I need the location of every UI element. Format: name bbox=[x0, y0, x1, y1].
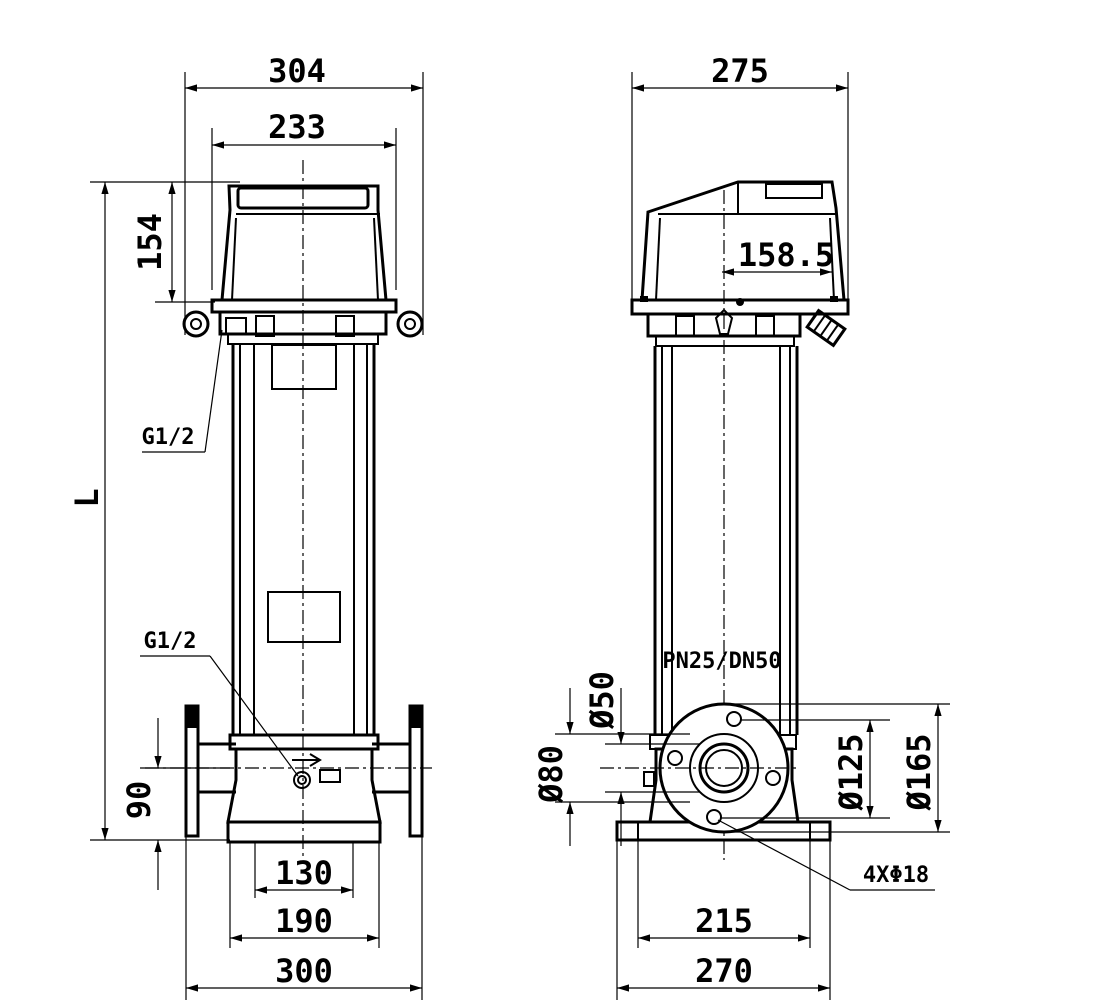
bottom-port-callout: G1/2 bbox=[140, 629, 299, 777]
dim-190-label: 190 bbox=[275, 902, 333, 940]
cable-gland bbox=[805, 308, 847, 348]
dim-dn-raised: Ø80 bbox=[532, 688, 690, 846]
bottom-port-label: G1/2 bbox=[144, 629, 197, 654]
bolt-hole-2 bbox=[765, 770, 781, 786]
top-port-label: G1/2 bbox=[142, 425, 195, 450]
dim-base-outer: 300 bbox=[185, 836, 423, 1000]
dim-side-width: 275 bbox=[631, 52, 849, 305]
bolt-hole-3 bbox=[706, 809, 722, 825]
bolt-hole-1 bbox=[726, 711, 742, 727]
dim-233-label: 233 bbox=[268, 108, 326, 146]
bolt-holes-callout: 4XΦ18 bbox=[717, 819, 935, 891]
dim-215-label: 215 bbox=[695, 902, 753, 940]
bolt-hole-4 bbox=[667, 750, 683, 766]
flange-spec-label: PN25/DN50 bbox=[662, 649, 781, 674]
dim-bolt-circle: Ø125 bbox=[720, 719, 890, 819]
top-port-callout: G1/2 bbox=[142, 329, 223, 453]
dim-o50-label: Ø50 bbox=[583, 671, 621, 730]
bolt-holes-label: 4XΦ18 bbox=[863, 863, 929, 888]
side-motor-body bbox=[630, 180, 850, 316]
dim-flange-od: Ø165 bbox=[724, 703, 950, 833]
dim-length: L bbox=[68, 181, 230, 841]
dim-L-label: L bbox=[68, 488, 106, 507]
motor-body bbox=[210, 184, 398, 314]
dim-90-label: 90 bbox=[120, 781, 158, 820]
dim-300-label: 300 bbox=[275, 952, 333, 990]
dim-o125-label: Ø125 bbox=[832, 733, 870, 811]
dim-o165-label: Ø165 bbox=[900, 733, 938, 811]
dim-158-5-label: 158.5 bbox=[738, 236, 834, 274]
dim-side-base-inner: 215 bbox=[637, 840, 811, 948]
dim-motor-width: 233 bbox=[211, 108, 397, 290]
front-view: 304 233 154 L 90 bbox=[68, 52, 432, 1000]
dim-o80-label: Ø80 bbox=[532, 745, 570, 804]
pump-base bbox=[226, 733, 382, 844]
pump-column bbox=[231, 344, 376, 735]
dim-motor-height: 154 bbox=[131, 181, 240, 303]
outlet-flange-right bbox=[372, 704, 424, 838]
inlet-flange-left bbox=[184, 704, 236, 838]
dim-304-label: 304 bbox=[268, 52, 326, 90]
dim-270-label: 270 bbox=[695, 952, 753, 990]
dim-base-inner: 130 bbox=[254, 842, 354, 898]
dim-dn-small: Ø50 bbox=[583, 671, 700, 846]
dim-130-label: 130 bbox=[275, 854, 333, 892]
dim-motor-offset: 158.5 bbox=[722, 236, 834, 276]
lifting-eye-left bbox=[182, 310, 210, 338]
side-view: 275 158.5 bbox=[532, 52, 950, 1000]
dim-side-base-outer: 270 bbox=[616, 840, 831, 1000]
dim-base-mid: 190 bbox=[229, 842, 380, 948]
side-top-cover bbox=[646, 308, 847, 348]
lifting-eye-right bbox=[396, 310, 424, 338]
dim-overall-width: 304 bbox=[184, 52, 424, 335]
dim-275-label: 275 bbox=[711, 52, 769, 90]
side-pump-column bbox=[653, 346, 799, 735]
dim-154-label: 154 bbox=[131, 213, 169, 271]
